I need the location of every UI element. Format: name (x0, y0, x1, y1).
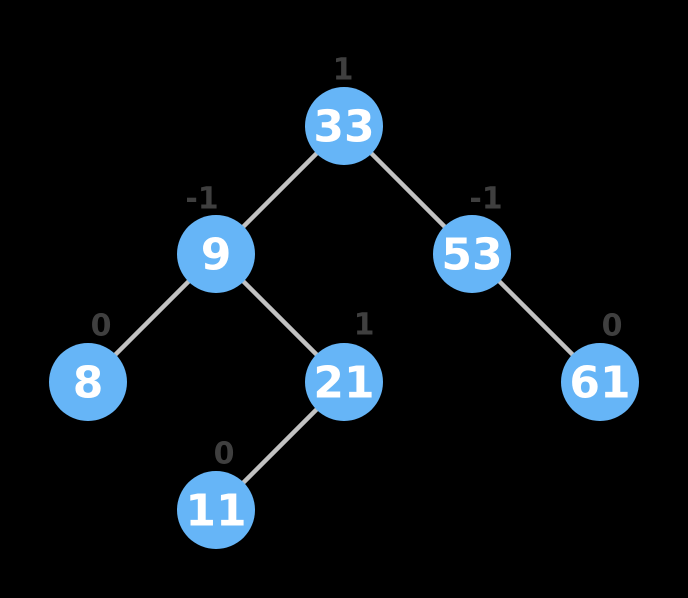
node-circle (433, 215, 511, 293)
tree-node: 9 (177, 215, 255, 293)
node-value: 21 (313, 357, 374, 408)
node-value: 11 (185, 485, 246, 536)
node-circle (177, 215, 255, 293)
node-value: 9 (201, 229, 232, 280)
node-circle (561, 343, 639, 421)
tree-node: 33 (305, 87, 383, 165)
node-value: 53 (441, 229, 502, 280)
balance-factor-label: 0 (214, 437, 235, 472)
node-value: 61 (569, 357, 630, 408)
balance-factor-label: 0 (602, 309, 623, 344)
node-value: 8 (73, 357, 104, 408)
node-circle (305, 343, 383, 421)
tree-node: 11 (177, 471, 255, 549)
balance-factor-label: 1 (333, 53, 354, 88)
balance-factor-label: -1 (469, 182, 502, 217)
tree-node: 21 (305, 343, 383, 421)
balance-factor-label: 0 (91, 309, 112, 344)
tree-node: 53 (433, 215, 511, 293)
tree-node: 61 (561, 343, 639, 421)
balance-factor-label: 1 (354, 308, 375, 343)
tree-node: 8 (49, 343, 127, 421)
node-circle (49, 343, 127, 421)
node-value: 33 (313, 101, 374, 152)
node-circle (177, 471, 255, 549)
node-circle (305, 87, 383, 165)
balance-factor-label: -1 (185, 182, 218, 217)
